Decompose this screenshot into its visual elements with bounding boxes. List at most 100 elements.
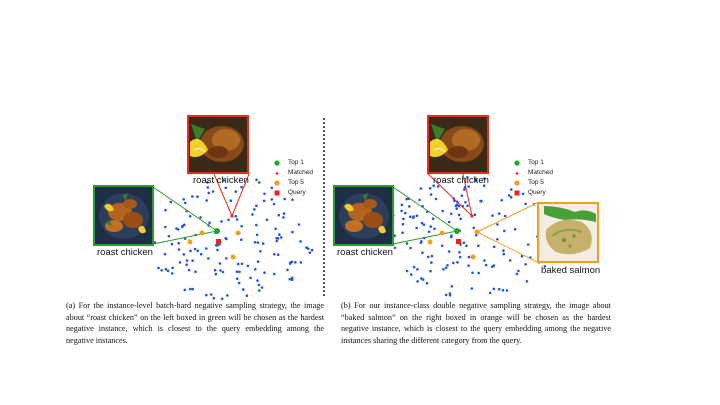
embedding-dot: [429, 269, 432, 273]
embedding-dot: [205, 199, 208, 202]
embedding-dot: [505, 289, 509, 292]
embedding-dot: [187, 268, 191, 272]
image-label-right: baked salmon: [541, 265, 601, 276]
baked-salmon-image: [537, 202, 599, 263]
embedding-dot: [393, 234, 396, 237]
embedding-dot: [447, 220, 451, 224]
embedding-dot: [492, 245, 496, 249]
embedding-dot: [458, 251, 461, 254]
connector-line-green: [152, 186, 218, 232]
embedding-dot: [199, 216, 202, 219]
embedding-dot: [246, 264, 250, 268]
embedding-dot: [543, 265, 547, 268]
embedding-dot: [191, 195, 194, 198]
legend-label-matched: Matched: [528, 169, 553, 176]
embedding-dot: [408, 205, 411, 208]
embedding-dot: [238, 270, 241, 274]
embedding-dot: [188, 287, 192, 291]
embedding-dot: [455, 203, 459, 206]
embedding-dot: [211, 190, 215, 193]
embedding-dot: [181, 225, 184, 229]
embedding-dot: [219, 269, 222, 272]
embedding-dot: [242, 288, 245, 291]
embedding-dot: [235, 218, 239, 221]
embedding-dot: [425, 281, 429, 285]
embedding-dot: [492, 287, 495, 291]
embedding-dot: [457, 213, 461, 217]
embedding-dot: [270, 198, 274, 201]
image-label-top: roast chicken: [193, 175, 249, 186]
embedding-dot: [254, 223, 258, 227]
embedding-dot: [521, 192, 525, 196]
embedding-dot: [237, 281, 241, 285]
embedding-dot: [191, 259, 194, 263]
embedding-dot: [415, 226, 418, 230]
embedding-dot: [257, 289, 261, 292]
embedding-dot: [393, 246, 397, 250]
embedding-dot: [220, 220, 223, 223]
query-marker-icon: [272, 188, 282, 198]
embedding-dot: [206, 181, 209, 184]
embedding-dot: [171, 266, 174, 270]
embedding-dot: [305, 246, 308, 249]
embedding-dot: [273, 252, 276, 256]
embedding-dot: [502, 252, 506, 256]
legend-label-top1: Top 1: [288, 159, 304, 166]
embedding-dot: [463, 188, 466, 191]
embedding-dot: [409, 246, 412, 250]
embedding-dot: [431, 217, 435, 220]
embedding-dot: [272, 202, 276, 206]
connector-line-green: [152, 230, 218, 245]
embedding-dot: [209, 293, 213, 296]
image-label-left: roast chicken: [337, 247, 393, 258]
embedding-dot: [503, 229, 506, 233]
embedding-dot: [467, 255, 471, 259]
embedding-dot: [456, 261, 459, 264]
embedding-dot: [185, 263, 188, 267]
top5-marker-icon: [512, 178, 522, 188]
embedding-dot: [416, 268, 419, 271]
embedding-dot: [491, 214, 494, 217]
roast-chicken-image-left: [333, 185, 394, 246]
top5-point: [199, 230, 205, 236]
embedding-dot: [185, 259, 189, 262]
caption-b: (b) For our instance-class double negati…: [341, 301, 611, 345]
embedding-dot: [270, 186, 274, 190]
embedding-dot: [257, 283, 261, 287]
embedding-dot: [510, 188, 513, 191]
embedding-dot: [473, 213, 477, 217]
embedding-dot: [294, 261, 297, 264]
embedding-dot: [446, 264, 449, 267]
embedding-dot: [430, 254, 434, 258]
embedding-dot: [255, 178, 258, 182]
embedding-dot: [436, 185, 440, 188]
embedding-dot: [409, 273, 413, 276]
embedding-dot: [308, 251, 312, 254]
embedding-dot: [434, 197, 438, 201]
embedding-dot: [412, 265, 416, 269]
legend-item-query: Query: [512, 188, 553, 198]
embedding-dot: [403, 211, 407, 215]
embedding-dot: [472, 226, 476, 230]
embedding-dot: [448, 294, 452, 297]
caption-a: (a) For the instance-level batch-hard ne…: [66, 301, 324, 345]
embedding-dot: [256, 279, 259, 282]
roast-chicken-image-left: [93, 185, 154, 246]
embedding-dot: [286, 268, 289, 272]
embedding-dot: [515, 272, 519, 276]
embedding-dot: [503, 214, 507, 218]
query-point: [456, 239, 461, 244]
embedding-dot: [227, 218, 230, 222]
scatter-plot-a: ✦: [93, 115, 314, 301]
embedding-dot: [220, 297, 224, 301]
embedding-dot: [216, 248, 219, 252]
embedding-dot: [299, 240, 302, 243]
panel-b: ✦: [333, 0, 720, 405]
embedding-dot: [310, 248, 314, 252]
connector-line-red: [213, 173, 233, 217]
embedding-dot: [207, 191, 211, 195]
embedding-dot: [465, 244, 468, 248]
top1-point: [454, 228, 460, 234]
embedding-dot: [444, 266, 448, 270]
embedding-dot: [275, 239, 279, 243]
